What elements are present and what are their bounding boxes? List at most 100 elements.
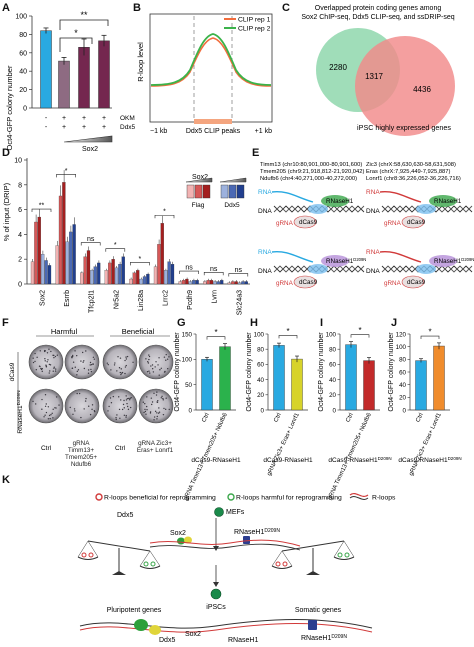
panel-f-colony: [85, 350, 87, 352]
panel-d-sig-bracket: [31, 208, 52, 213]
panel-f-colony: [92, 356, 95, 358]
panel-e-dna-label: DNA: [258, 208, 272, 215]
panel-b-xtick-left: −1 kb: [150, 128, 167, 135]
panel-k-left-pan-loop-1: [81, 552, 87, 558]
panel-f-colony: [43, 349, 46, 352]
panel-f-colony: [163, 407, 165, 410]
panel-f-colony: [121, 372, 123, 374]
panel-a-okm-sign: -: [45, 115, 48, 122]
panel-j-ytick-label: 40: [399, 382, 406, 389]
panel-k-down-arrow-2-head: [213, 582, 219, 587]
panel-d-sig-bracket: [130, 262, 150, 266]
panel-f-dish: [138, 388, 174, 424]
panel-e-hybrid: [416, 204, 436, 214]
panel-k-somatic-label: Somatic genes: [295, 607, 342, 614]
panel-f-colony: [122, 403, 125, 406]
panel-f-colony: [93, 410, 96, 412]
panel-d-ytick-label: 0: [18, 282, 22, 289]
panel-d-bar: [157, 244, 161, 285]
panel-c-count-overlap: 1317: [365, 72, 383, 81]
panel-h-ytick-label: 40: [257, 377, 264, 384]
panel-i-ytick-label: 40: [329, 377, 336, 384]
panel-h-xlabel: dCas9-RNaseH1: [263, 457, 313, 464]
panel-f-colony: [154, 366, 156, 368]
panel-e-right-gene-2: Eras (chrX:7,925,449-7,925,887): [366, 169, 450, 175]
panel-d-legend-flag: Flag: [192, 202, 205, 209]
panel-f-colony: [44, 360, 46, 362]
panel-f-colony: [72, 413, 74, 416]
panel-f-colony: [48, 372, 50, 374]
panel-f-colony: [147, 362, 150, 364]
panel-f-colony: [71, 367, 73, 370]
panel-a-sox2-label: Sox2: [82, 146, 98, 153]
panel-k-sox2-bottom-label: Sox2: [185, 631, 201, 638]
panel-letter-b: B: [133, 2, 141, 14]
panel-a-sox2-wedge: [63, 135, 113, 143]
panel-d-bar: [90, 270, 94, 285]
panel-f-colony: [35, 369, 38, 371]
panel-f-colony: [80, 416, 82, 419]
panel-k-sox2-top: Sox2: [170, 530, 186, 537]
panel-b-legend-label-2: CLIP rep 2: [238, 26, 271, 33]
panel-e-schematics: RNADNARNaseH1dCas9gRNARNADNARNaseH1dCas9…: [258, 189, 474, 289]
panel-e-grna-label: gRNA: [276, 280, 294, 287]
panel-f-colony: [54, 355, 57, 358]
panel-a-bars: [40, 27, 110, 109]
panel-e-dcas9-label: dCas9: [407, 219, 426, 226]
panel-c-title-line-2: Sox2 ChIP-seq, Ddx5 CLIP-seq, and ssDRIP…: [301, 14, 454, 21]
panel-f-colony: [124, 366, 127, 368]
panel-f-colony: [168, 408, 170, 411]
panel-f-colony: [74, 366, 76, 368]
panel-f-colony: [124, 372, 126, 375]
panel-d-xtick-label: Lin28a: [138, 290, 145, 311]
panel-f-colony: [49, 417, 51, 420]
panel-d-ylabel: % of input (DRIP): [2, 182, 11, 241]
panel-f-colony: [162, 413, 165, 416]
panel-c-right-label: iPSC highly expressed genes: [357, 123, 451, 132]
panel-d-sig-label: ns: [185, 265, 193, 272]
panel-f-colony: [149, 411, 152, 413]
panel-f-colony: [71, 354, 74, 357]
panel-f-colony: [162, 397, 164, 400]
panel-f-colony: [49, 364, 52, 366]
panel-f-colony: [55, 368, 57, 370]
panel-f-colony: [107, 363, 109, 366]
panel-f-colony: [55, 396, 58, 398]
panel-f-colony: [167, 367, 169, 370]
panel-f-colony: [76, 370, 79, 373]
panel-k-right-pan-l: [271, 565, 293, 569]
panel-d-bar: [132, 272, 136, 285]
panel-f-colony: [119, 357, 122, 359]
panel-f-colony: [125, 364, 127, 367]
panel-e-rna-strand: [271, 250, 314, 263]
panel-f-colony: [148, 355, 151, 358]
panel-d-bar: [44, 260, 48, 285]
panel-d-bar: [83, 256, 87, 285]
panel-j-ytick-label: 80: [399, 357, 406, 364]
panel-letter-a: A: [2, 2, 10, 14]
panel-k-sox2-bottom: [134, 619, 148, 631]
panel-j-sig-label: *: [428, 328, 431, 337]
panel-f-colony: [47, 406, 50, 408]
panel-a-ddx5-sign: -: [45, 124, 48, 131]
panel-f-colony: [126, 397, 129, 400]
panel-h-ytick-label: 100: [254, 331, 265, 338]
panel-f-colony: [81, 351, 84, 354]
panel-d-legend-gradient-label: Sox2: [192, 174, 208, 181]
panel-a-okm-sign: +: [102, 115, 106, 122]
panel-d-bar: [129, 278, 133, 285]
panel-f-colony: [71, 355, 74, 358]
panel-d-legend-swatch-1: [186, 184, 195, 199]
panel-f-colony: [151, 401, 154, 403]
panel-d-bar: [203, 281, 207, 285]
panel-k-left-balance: [77, 540, 161, 575]
panel-k-sox2-blob-top: [177, 537, 185, 545]
panel-f-colony: [129, 399, 131, 401]
panel-f-colony: [50, 413, 52, 416]
panel-e-rna-label: RNA: [366, 249, 380, 256]
panel-f-colony: [147, 361, 149, 363]
panel-f-colony: [74, 350, 76, 352]
panel-f-colony: [157, 400, 159, 402]
